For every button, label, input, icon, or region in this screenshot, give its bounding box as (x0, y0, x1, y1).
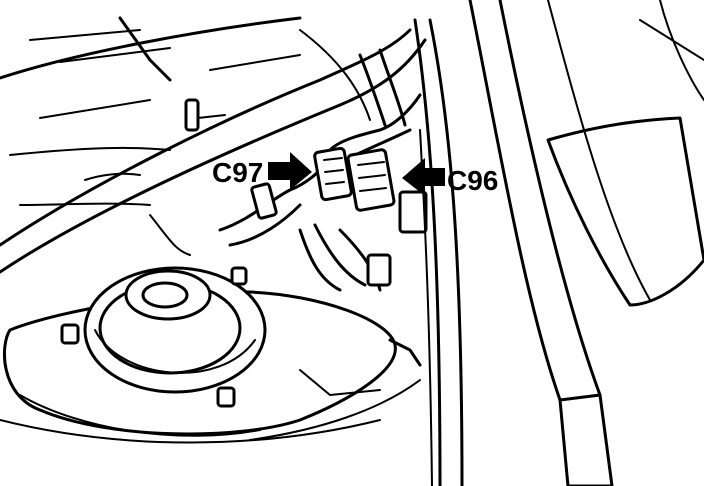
callout-label-c97: C97 (212, 157, 263, 188)
hood-panel (0, 16, 302, 119)
inner-panel (9, 146, 191, 256)
connector-c97 (313, 146, 353, 202)
bolt-upper (184, 98, 226, 132)
lower-body (0, 379, 421, 444)
arrow-c97 (268, 152, 312, 190)
connector-c96 (346, 148, 428, 287)
body-panel-right (546, 0, 704, 307)
firewall-panel (388, 18, 464, 486)
fender-arch (0, 28, 427, 274)
arrow-c96 (402, 158, 445, 196)
callout-label-c96: C96 (447, 165, 498, 196)
wiring-harness (218, 48, 422, 292)
windshield-pillar (468, 0, 651, 486)
strut-mount (3, 266, 397, 437)
